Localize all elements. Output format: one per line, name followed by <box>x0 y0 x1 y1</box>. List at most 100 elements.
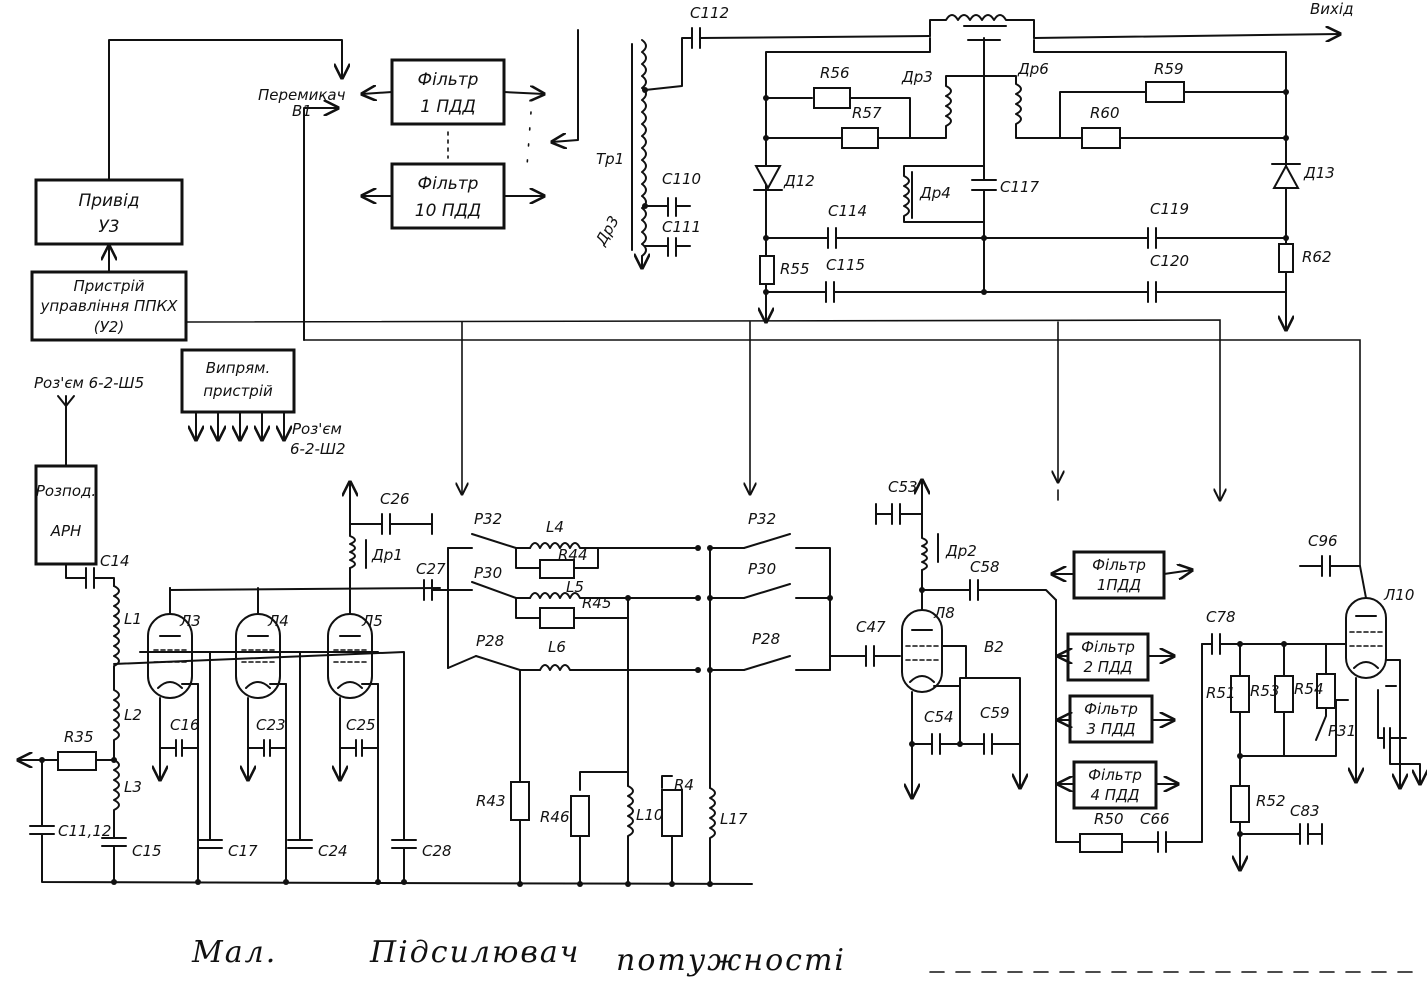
tube-l8 <box>901 569 943 693</box>
filter-4: Фільтр 4 ПДД <box>1072 760 1158 810</box>
c28-label: С28 <box>422 842 452 860</box>
r54-label: R54 <box>1294 680 1324 698</box>
dr4-label: Др4 <box>919 184 951 202</box>
switch-label-2: В1 <box>292 102 312 120</box>
l4-label: L4 <box>546 518 564 536</box>
drive-label-1: Привід <box>78 191 139 211</box>
c120-label: С120 <box>1150 252 1189 270</box>
r53-label: R53 <box>1250 682 1280 700</box>
c78-label: С78 <box>1206 608 1236 626</box>
p30b-label: Р30 <box>748 560 776 578</box>
filter-1-right-label-2: 1ПДД <box>1097 576 1142 594</box>
c47-label: С47 <box>856 618 886 636</box>
filter-10: Фільтр 10 ПДД <box>390 162 506 230</box>
l3-tube-label: Л3 <box>179 612 201 630</box>
l17-label: L17 <box>720 810 748 828</box>
control-label-2: управління ППКХ <box>40 297 179 315</box>
filter-10-label-1: Фільтр <box>418 174 479 194</box>
c59-label: С59 <box>980 704 1010 722</box>
filter-1-top: Фільтр 1 ПДД <box>390 58 506 126</box>
c14-label: С14 <box>100 552 130 570</box>
p30a-label: Р30 <box>474 564 502 582</box>
connector-out-label-1: Роз'єм <box>292 420 342 438</box>
filter-2: Фільтр 2 ПДД <box>1066 632 1150 682</box>
filter-4-label-1: Фільтр <box>1088 766 1142 784</box>
c114-label: С114 <box>828 202 867 220</box>
r60-label: R60 <box>1090 104 1120 122</box>
filter-2-label-1: Фільтр <box>1081 638 1135 656</box>
control-block: Пристрій управління ППКХ (У2) <box>30 270 188 342</box>
p32a-label: Р32 <box>474 510 502 528</box>
apc-label-1: Розпод. <box>36 482 96 500</box>
p28b-label: Р28 <box>752 630 780 648</box>
b2-label: В2 <box>984 638 1004 656</box>
c83-label: С83 <box>1290 802 1320 820</box>
filter-2-label-2: 2 ПДД <box>1083 658 1132 676</box>
c112-label: С112 <box>690 4 729 22</box>
c53-label: С53 <box>888 478 918 496</box>
filter-4-label-2: 4 ПДД <box>1090 786 1139 804</box>
caption-word-2: потужності <box>616 943 846 978</box>
c16-label: С16 <box>170 716 200 734</box>
control-label-3: (У2) <box>94 318 124 336</box>
r35-label: R35 <box>64 728 94 746</box>
rectifier-block: Випрям. пристрій <box>180 348 296 414</box>
dr3-label: Др3 <box>901 68 933 86</box>
connector-out-label-2: 6-2-Ш2 <box>290 440 346 458</box>
r46-label: R46 <box>540 808 570 826</box>
c115-label: С115 <box>826 256 865 274</box>
control-label-1: Пристрій <box>74 277 145 295</box>
c17-label: С17 <box>228 842 258 860</box>
tube-l5 <box>327 577 373 699</box>
c27-label: С27 <box>416 560 446 578</box>
drive-label-2: У3 <box>98 217 119 237</box>
c1112-label: С11,12 <box>58 822 111 840</box>
c96-label: С96 <box>1308 532 1338 550</box>
r4-label: R4 <box>674 776 694 794</box>
l2-label: L2 <box>124 706 142 724</box>
r45-label: R45 <box>582 594 612 612</box>
c119-label: С119 <box>1150 200 1189 218</box>
l6-label: L6 <box>548 638 566 656</box>
caption-prefix: Мал. <box>191 935 277 970</box>
r57-label: R57 <box>852 104 882 122</box>
l5-label: L5 <box>566 578 584 596</box>
c24-label: С24 <box>318 842 348 860</box>
c15-label: С15 <box>132 842 162 860</box>
r56-label: R56 <box>820 64 850 82</box>
r62-label: R62 <box>1302 248 1332 266</box>
l10-tube-label: Л10 <box>1383 586 1414 604</box>
c26-label: С26 <box>380 490 410 508</box>
dr6-label: Др6 <box>1017 60 1049 78</box>
dr1-label: Др1 <box>371 546 403 564</box>
apc-block: Розпод. АРН <box>34 464 98 566</box>
apc-label-2: АРН <box>50 522 82 540</box>
filter-1-top-label-1: Фільтр <box>418 70 479 90</box>
d13-label: Д13 <box>1303 164 1335 182</box>
l8-tube-label: Л8 <box>933 604 955 622</box>
filter-1-top-label-2: 1 ПДД <box>420 97 476 117</box>
tube-l3 <box>147 587 193 699</box>
r43-label: R43 <box>476 792 506 810</box>
connector-in-label: Роз'єм 6-2-Ш5 <box>34 374 144 392</box>
p28a-label: Р28 <box>476 632 504 650</box>
l4-tube-label: Л4 <box>267 612 289 630</box>
filter-3-label-2: 3 ПДД <box>1086 720 1135 738</box>
filter-3-label-1: Фільтр <box>1084 700 1138 718</box>
r59-label: R59 <box>1154 60 1184 78</box>
c117-label: С117 <box>1000 178 1040 196</box>
c58-label: С58 <box>970 558 1000 576</box>
tube-l10 <box>1345 597 1387 679</box>
filter-3: Фільтр 3 ПДД <box>1068 694 1154 744</box>
dr3-left-label: Др3 <box>591 213 622 250</box>
l5-tube-label: Л5 <box>361 612 383 630</box>
c54-label: С54 <box>924 708 954 726</box>
caption-word-1: Підсилювач <box>369 935 580 970</box>
r51-label: R51 <box>1206 684 1236 702</box>
tr1-transformer <box>631 39 648 268</box>
l10-label: L10 <box>636 806 663 824</box>
r50-label: R50 <box>1094 810 1124 828</box>
c110-label: С110 <box>662 170 701 188</box>
output-label: Вихід <box>1310 0 1353 18</box>
